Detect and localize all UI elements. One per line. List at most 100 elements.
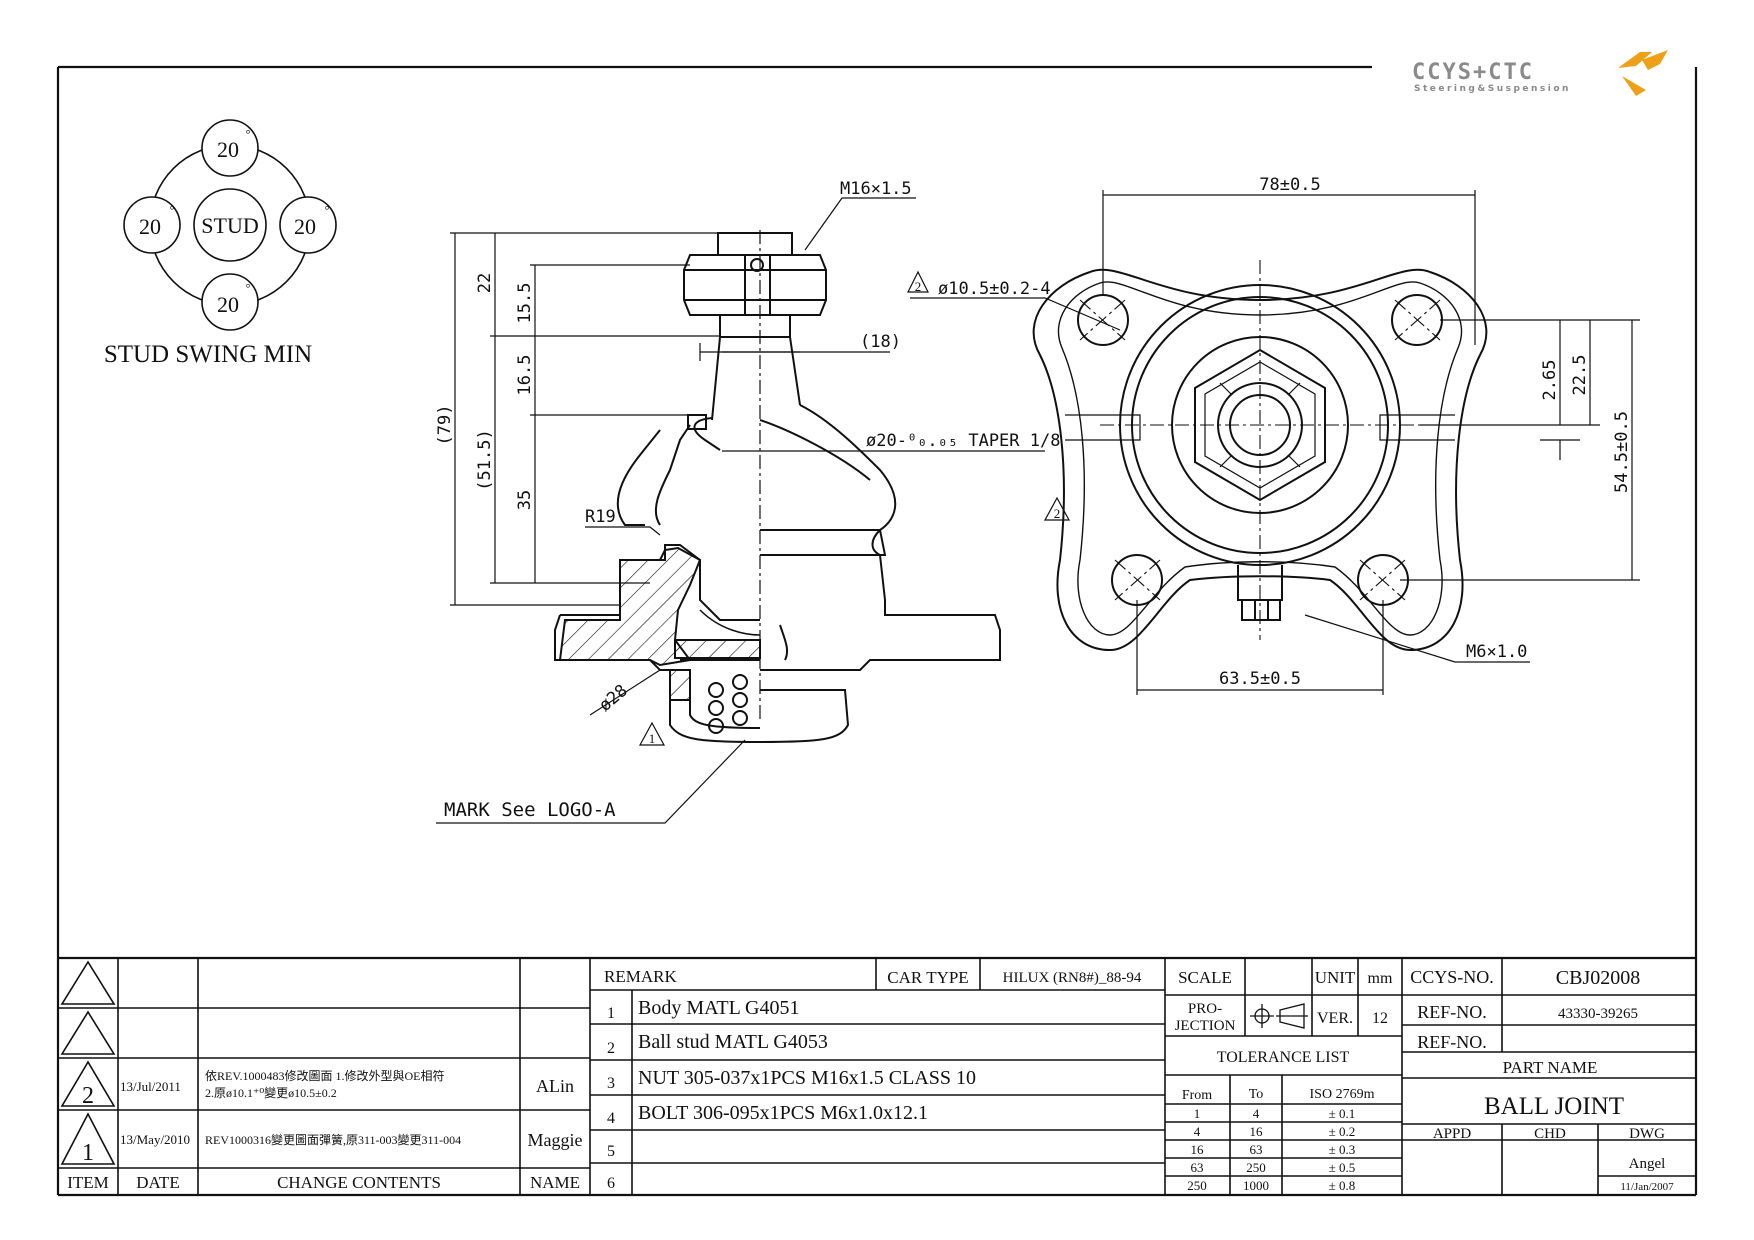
hole-rev-mark: 2	[915, 279, 922, 294]
stud-swing-right: 20	[294, 214, 316, 239]
remark-no-3: 3	[607, 1075, 615, 1092]
degree-mark-bottom: °	[246, 281, 251, 295]
revision-date-2: 13/Jul/2011	[120, 1079, 181, 1094]
tolerance-from-4: 63	[1191, 1160, 1204, 1175]
tolerance-from-1: 1	[1194, 1106, 1201, 1121]
taper-spec-label: ø20-⁰₀.₀₅ TAPER 1/8	[866, 431, 1060, 451]
company-logo: CCYS+CTC Steering&Suspension	[1412, 50, 1668, 96]
dim-width-label: 78±0.5	[1259, 175, 1320, 195]
dim-22-label: 22	[475, 273, 495, 293]
thread-spec-label: M16×1.5	[840, 179, 912, 199]
title-block-grid	[58, 958, 1696, 1195]
dim-bottom-width-label: 63.5±0.5	[1219, 669, 1301, 689]
degree-mark-right: °	[325, 203, 330, 217]
stud-swing-caption: STUD SWING MIN	[104, 341, 312, 368]
remark-text-4: BOLT 306-095x1PCS M6x1.0x12.1	[638, 1102, 928, 1124]
checked-label: CHD	[1534, 1126, 1566, 1142]
car-type-label: CAR TYPE	[887, 968, 968, 987]
projection-symbol-icon	[1250, 1003, 1308, 1029]
tolerance-value-3: ± 0.3	[1329, 1142, 1356, 1157]
dim-15-5-label: 15.5	[515, 283, 535, 324]
top-plan-view	[1032, 260, 1488, 652]
revision-header-name: NAME	[530, 1173, 580, 1192]
degree-mark-left: °	[170, 203, 175, 217]
dim-51-5-label: (51.5)	[475, 429, 495, 490]
dim-35-label: 35	[515, 490, 535, 510]
revision-content-2b: 2.原ø10.1⁺⁰變更ø10.5±0.2	[205, 1085, 337, 1100]
dim-54-5-label: 54.5±0.5	[1612, 411, 1632, 493]
scale-label: SCALE	[1178, 968, 1232, 987]
ref-number-label-2: REF-NO.	[1417, 1032, 1487, 1052]
logo-swoosh-icon	[1618, 50, 1668, 96]
remark-no-2: 2	[607, 1040, 615, 1057]
remark-text-3: NUT 305-037x1PCS M16x1.5 CLASS 10	[638, 1067, 976, 1089]
ref-number-value-1: 43330-39265	[1558, 1006, 1638, 1022]
revision-item-1: 1	[82, 1140, 94, 1166]
revision-header-item: ITEM	[67, 1173, 109, 1192]
ccys-number-label: CCYS-NO.	[1410, 967, 1494, 987]
revision-content-2a: 依REV.1000483修改圖面 1.修改外型與OE相符	[205, 1068, 444, 1083]
sheet-frame	[56, 65, 1698, 1197]
tolerance-value-4: ± 0.5	[1329, 1160, 1356, 1175]
mark-note-label: MARK See LOGO-A	[444, 799, 616, 821]
remark-text-1: Body MATL G4051	[638, 997, 799, 1019]
projection-label-2: JECTION	[1175, 1018, 1236, 1034]
unit-label: UNIT	[1315, 968, 1356, 987]
remark-text-2: Ball stud MATL G4053	[638, 1031, 828, 1053]
side-section-view	[554, 230, 1001, 743]
tolerance-from-3: 16	[1191, 1142, 1205, 1157]
unit-value: mm	[1368, 970, 1393, 987]
tolerance-from-2: 4	[1194, 1124, 1201, 1139]
stud-swing-left: 20	[139, 214, 161, 239]
plan-view-dimensions	[907, 190, 1640, 695]
revision-content-1: REV1000316變更圖面彈簧,原311-003變更311-004	[205, 1132, 461, 1147]
drawn-date: 11/Jan/2007	[1620, 1181, 1674, 1193]
bolt-spec-label: M6×1.0	[1466, 642, 1527, 662]
revision-header-contents: CHANGE CONTENTS	[277, 1173, 441, 1192]
revision-date-1: 13/May/2010	[120, 1132, 190, 1147]
dia-28-label: ø28	[595, 681, 631, 716]
remark-no-6: 6	[607, 1175, 615, 1192]
remark-no-5: 5	[607, 1143, 615, 1160]
ref-number-label-1: REF-NO.	[1417, 1002, 1487, 1022]
drawer-name: Angel	[1629, 1156, 1666, 1172]
stud-swing-diagram	[123, 119, 337, 331]
logo-brand: CCYS+CTC	[1412, 60, 1534, 85]
stud-center-label: STUD	[201, 213, 258, 238]
hole-spec-label: ø10.5±0.2-4	[938, 279, 1051, 299]
radius-label: R19	[585, 507, 616, 527]
car-type-value: HILUX (RN8#)_88-94	[1003, 970, 1142, 986]
logo-tagline: Steering&Suspension	[1414, 84, 1571, 94]
tolerance-title: TOLERANCE LIST	[1217, 1049, 1350, 1066]
revision-name-2: ALin	[536, 1076, 574, 1096]
tolerance-to-5: 1000	[1243, 1178, 1269, 1193]
tolerance-to-1: 4	[1253, 1106, 1260, 1121]
rev-mark-1: 1	[649, 731, 656, 746]
rev-mark-2: 2	[1054, 506, 1061, 521]
remark-no-1: 1	[607, 1005, 615, 1022]
tolerance-value-2: ± 0.2	[1329, 1124, 1356, 1139]
tolerance-from-5: 250	[1187, 1178, 1207, 1193]
part-name-label: PART NAME	[1503, 1058, 1598, 1077]
tolerance-to-3: 63	[1250, 1142, 1263, 1157]
tolerance-header-from: From	[1182, 1088, 1212, 1103]
tolerance-header-iso: ISO 2769m	[1310, 1087, 1375, 1102]
version-label: VER.	[1317, 1010, 1353, 1027]
tolerance-to-2: 16	[1250, 1124, 1264, 1139]
drawn-label: DWG	[1629, 1126, 1665, 1142]
revision-name-1: Maggie	[528, 1130, 583, 1150]
part-name-value: BALL JOINT	[1484, 1093, 1624, 1120]
revision-item-2: 2	[82, 1083, 94, 1109]
tolerance-value-5: ± 0.8	[1329, 1178, 1356, 1193]
dim-18-label: (18)	[860, 332, 901, 352]
remark-title: REMARK	[604, 967, 677, 986]
remark-no-4: 4	[607, 1110, 615, 1127]
approved-label: APPD	[1433, 1126, 1472, 1142]
stud-swing-top: 20	[217, 137, 239, 162]
version-value: 12	[1372, 1010, 1388, 1027]
dim-79-label: (79)	[435, 405, 455, 446]
tolerance-value-1: ± 0.1	[1329, 1106, 1356, 1121]
ccys-number-value: CBJ02008	[1556, 967, 1640, 989]
dim-16-5-label: 16.5	[515, 355, 535, 396]
